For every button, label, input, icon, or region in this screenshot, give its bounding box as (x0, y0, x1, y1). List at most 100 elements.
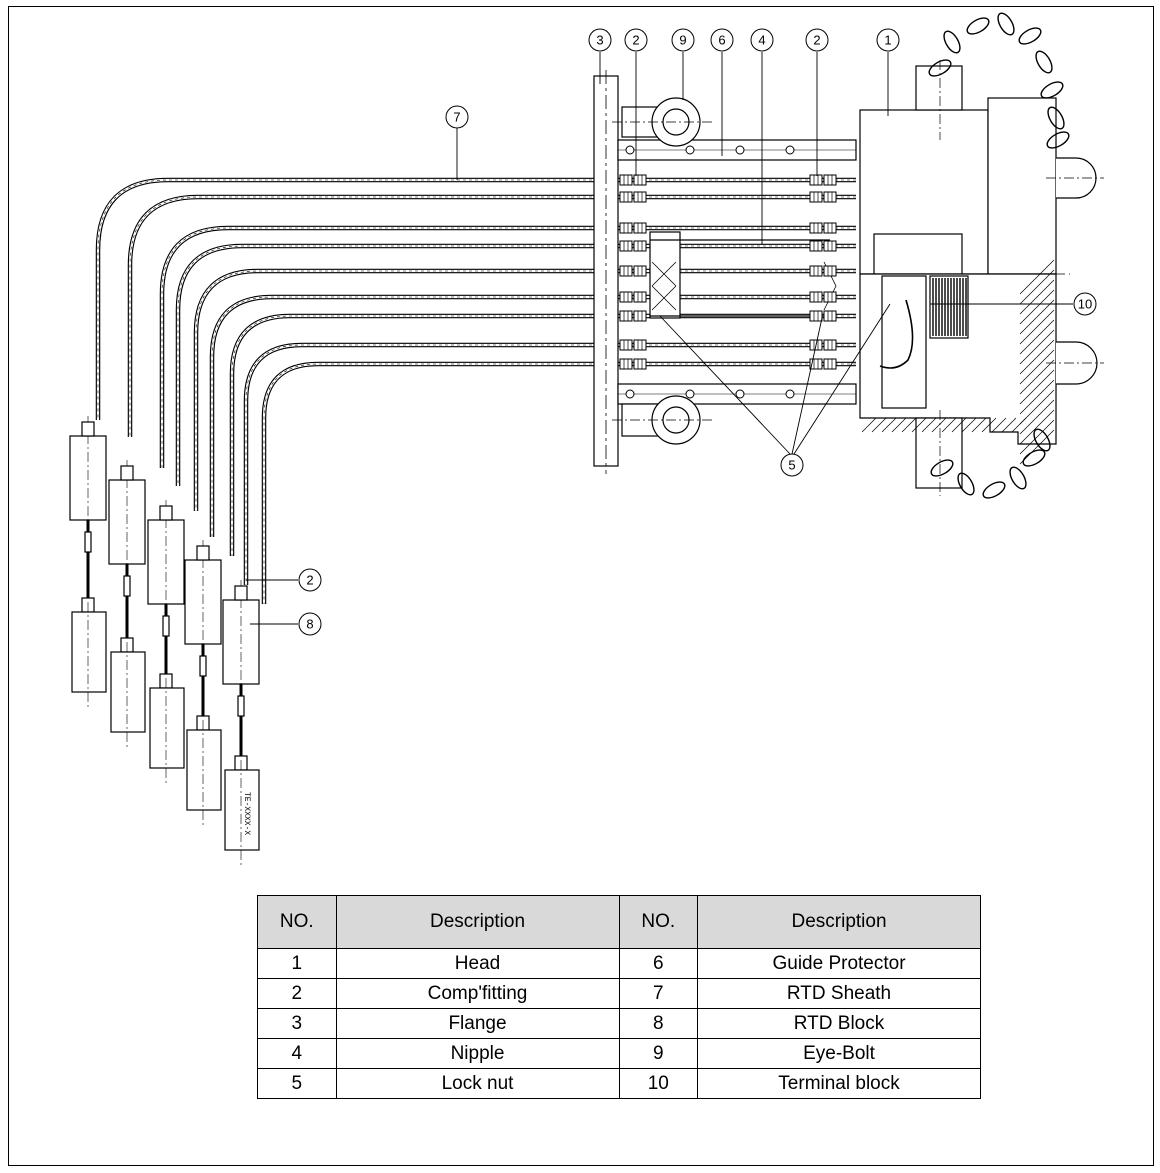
callout-1: 1 (876, 28, 900, 52)
fitting (633, 240, 647, 252)
part-description: Head (335, 948, 620, 979)
table-row: 4 Nipple 9 Eye-Bolt (257, 1038, 981, 1069)
svg-text:5: 5 (788, 458, 795, 473)
chain-link (1047, 106, 1065, 130)
rtd-assembly-drawing: TE-XXXX-X 3 2 9 6 4 2 1 7 5 10 2 8 (69, 12, 1104, 866)
fitting (619, 291, 633, 303)
part-number: 5 (257, 1068, 337, 1099)
fitting (823, 222, 837, 234)
part-description: Terminal block (697, 1068, 981, 1099)
callout-2: 2 (805, 28, 829, 52)
fitting (619, 240, 633, 252)
table-row: 2 Comp'fitting 7 RTD Sheath (257, 978, 981, 1009)
callout-2: 2 (298, 568, 322, 592)
fitting (823, 240, 837, 252)
fitting (633, 222, 647, 234)
guide-screws (625, 145, 795, 399)
fitting (633, 339, 647, 351)
table-row: 3 Flange 8 RTD Block (257, 1008, 981, 1039)
part-description: Eye-Bolt (697, 1038, 981, 1069)
fitting (619, 339, 633, 351)
fitting (823, 291, 837, 303)
fitting (619, 191, 633, 203)
fitting (809, 291, 823, 303)
callout-8: 8 (298, 612, 322, 636)
rtd-block (149, 687, 185, 769)
chain-link (966, 17, 990, 35)
probe-tag: TE-XXXX-X (242, 792, 251, 835)
svg-text:4: 4 (758, 33, 765, 48)
part-description: Guide Protector (697, 948, 981, 979)
fitting (619, 358, 633, 370)
chain-link (1009, 466, 1027, 490)
fitting (809, 240, 823, 252)
table-row: 1 Head 6 Guide Protector (257, 948, 981, 979)
sheath-cable (209, 294, 856, 537)
svg-text:2: 2 (632, 33, 639, 48)
callout-3: 3 (588, 28, 612, 52)
callout-9: 9 (671, 28, 695, 52)
chain-link (1033, 428, 1051, 452)
rtd-block (186, 729, 222, 811)
chain-link (943, 30, 961, 54)
chain-link (1022, 449, 1046, 467)
svg-text:2: 2 (306, 573, 313, 588)
rtd-probes: TE-XXXX-X (69, 416, 260, 866)
fitting (823, 310, 837, 322)
fitting (823, 265, 837, 277)
eye-bolt-bottom (612, 395, 712, 445)
part-number: 10 (618, 1068, 699, 1099)
fitting (633, 310, 647, 322)
svg-text:7: 7 (453, 110, 460, 125)
rtd-block (71, 611, 107, 693)
fitting (809, 265, 823, 277)
callout-5: 5 (780, 453, 804, 477)
nipple (649, 231, 837, 319)
chain-link (928, 59, 952, 77)
compression-fittings (619, 174, 837, 370)
header-description: Description (335, 895, 620, 949)
fitting (619, 310, 633, 322)
callout-10: 10 (1073, 292, 1097, 316)
part-description: RTD Sheath (697, 978, 981, 1009)
callout-balloons: 3 2 9 6 4 2 1 7 5 10 2 8 (298, 28, 1097, 636)
part-number: 8 (618, 1008, 699, 1039)
header-description: Description (697, 895, 981, 949)
fitting (633, 265, 647, 277)
table-header-row: NO. Description NO. Description (257, 895, 981, 949)
svg-text:1: 1 (884, 33, 891, 48)
cap-chain (928, 12, 1070, 499)
fitting (823, 339, 837, 351)
fitting (633, 291, 647, 303)
callout-6: 6 (710, 28, 734, 52)
part-description: Lock nut (335, 1068, 620, 1099)
chain-link (957, 472, 975, 496)
fitting (633, 191, 647, 203)
drawing-frame (8, 6, 1154, 1166)
chain-link (930, 459, 954, 477)
chain-link (982, 481, 1006, 499)
header-no: NO. (618, 895, 699, 949)
part-number: 2 (257, 978, 337, 1009)
part-number: 9 (618, 1038, 699, 1069)
fitting (823, 174, 837, 186)
part-number: 7 (618, 978, 699, 1009)
fitting (619, 265, 633, 277)
callout-4: 4 (750, 28, 774, 52)
part-description: RTD Block (697, 1008, 981, 1039)
chain-link (1018, 27, 1042, 45)
rtd-block (224, 769, 260, 851)
chain-link (1035, 50, 1053, 74)
svg-text:10: 10 (1078, 297, 1092, 312)
head (859, 60, 1104, 496)
part-number: 6 (618, 948, 699, 979)
callout-2: 2 (624, 28, 648, 52)
fitting (633, 358, 647, 370)
header-no: NO. (257, 895, 337, 949)
fitting (619, 222, 633, 234)
fitting (809, 358, 823, 370)
callout-7: 7 (445, 105, 469, 129)
svg-text:3: 3 (596, 33, 603, 48)
part-description: Flange (335, 1008, 620, 1039)
svg-text:9: 9 (679, 33, 686, 48)
